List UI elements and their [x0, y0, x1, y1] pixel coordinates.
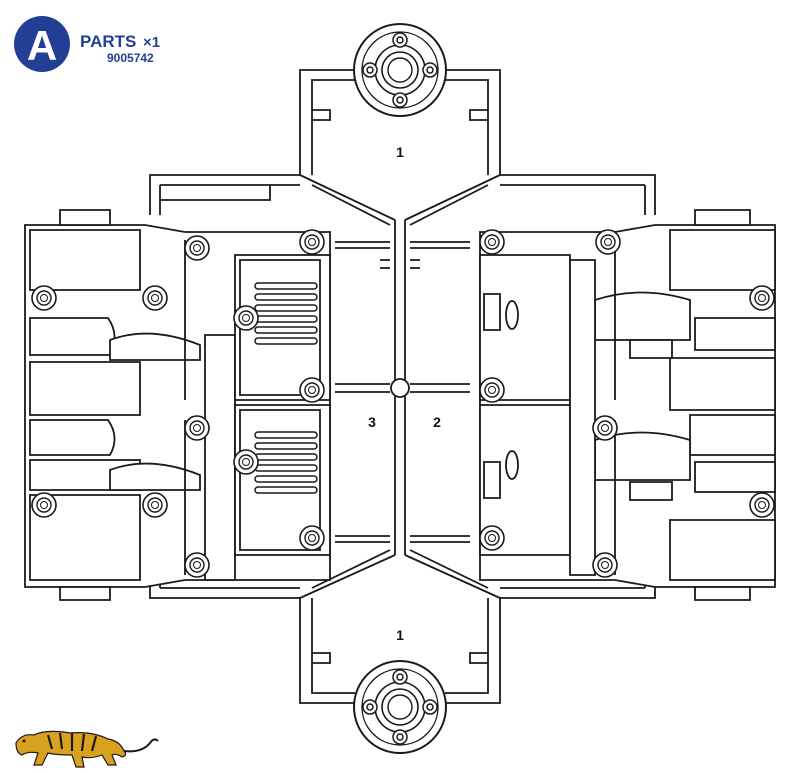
hub-part-bottom [353, 660, 447, 754]
hub-part-top [353, 23, 447, 117]
part-label-3: 3 [368, 414, 376, 430]
gearbox-housing-left [24, 209, 331, 601]
parts-letter-badge [14, 16, 70, 72]
part-label-2: 2 [433, 414, 441, 430]
parts-letter: A [27, 22, 57, 69]
part-number: 9005742 [107, 51, 154, 65]
parts-header: A PARTS ×1 9005742 [14, 16, 160, 72]
parts-label: PARTS [80, 32, 136, 51]
parts-multiplier: ×1 [143, 34, 160, 51]
part-label-1-top: 1 [396, 144, 404, 160]
gearbox-housing-right [479, 209, 776, 601]
tiger-logo-icon [15, 730, 159, 768]
part-label-1-bottom: 1 [396, 627, 404, 643]
sprue-gate [390, 378, 410, 398]
